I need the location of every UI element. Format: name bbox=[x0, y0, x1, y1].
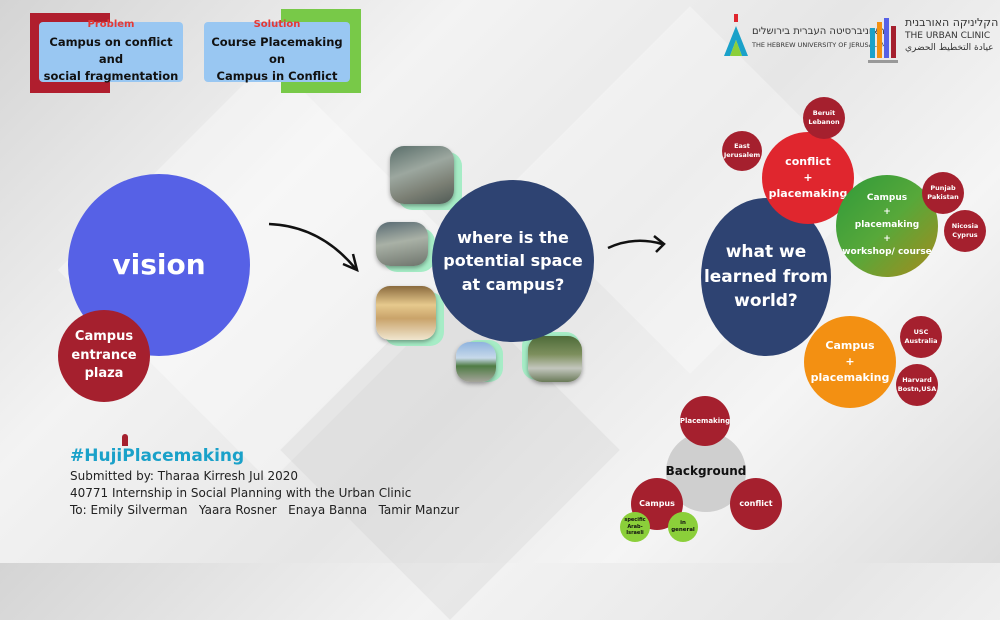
hashtag-flame-icon bbox=[122, 434, 128, 446]
clinic-hebrew-name: הקליניקה האורבנית bbox=[905, 16, 999, 29]
hashtag-title: #HujiPlacemaking bbox=[70, 446, 245, 466]
urban-clinic-logo-icon bbox=[868, 18, 898, 63]
campus-buildings-photo[interactable] bbox=[376, 222, 428, 266]
campus-placemaking-circle[interactable]: Campus + placemaking bbox=[804, 316, 896, 408]
vision-label: vision bbox=[112, 247, 206, 281]
problem-text: Campus on conflict and social fragmentat… bbox=[43, 34, 179, 84]
campus-entrance-plaza-label: Campus entrance plaza bbox=[71, 328, 137, 382]
huji-logo bbox=[722, 14, 750, 58]
background-placemaking-circle[interactable]: Placemaking bbox=[680, 396, 730, 446]
background-conflict-circle[interactable]: conflict bbox=[730, 478, 782, 530]
campus-path-photo[interactable] bbox=[456, 342, 496, 382]
potential-space-label: where is the potential space at campus? bbox=[443, 228, 583, 294]
workshop-course-label: Campus + placemaking + workshop/ course bbox=[842, 193, 932, 258]
problem-heading: Problem bbox=[87, 18, 135, 30]
urban-clinic-logo bbox=[868, 14, 900, 64]
clinic-english-name: THE URBAN CLINIC bbox=[905, 31, 991, 41]
learned-from-world-label: what we learned from world? bbox=[703, 242, 829, 312]
huji-logo-icon bbox=[724, 14, 748, 56]
campus-hall-photo[interactable] bbox=[376, 286, 436, 340]
huji-hebrew-name: האוניברסיטה העברית בירושלים bbox=[752, 26, 885, 37]
submitted-by: Submitted by: Tharaa Kirresh Jul 2020 bbox=[70, 469, 299, 483]
campus-garden-photo[interactable] bbox=[528, 336, 582, 382]
arrow-to-potential bbox=[268, 222, 359, 273]
learned-from-world-circle[interactable]: what we learned from world? bbox=[701, 198, 831, 356]
problem-card[interactable]: Problem Campus on conflict and social fr… bbox=[39, 18, 183, 83]
huji-english-name: THE HEBREW UNIVERSITY OF JERUSALEM bbox=[752, 41, 887, 49]
campus-entrance-plaza-circle[interactable]: Campus entrance plaza bbox=[58, 310, 150, 402]
workshop-course-circle[interactable]: Campus + placemaking + workshop/ course bbox=[836, 175, 938, 277]
solution-heading: Solution bbox=[253, 18, 301, 30]
conflict-placemaking-label: conflict + placemaking bbox=[768, 155, 848, 200]
campus-placemaking-label: Campus + placemaking bbox=[810, 339, 890, 384]
recipients: To: Emily Silverman Yaara Rosner Enaya B… bbox=[70, 503, 460, 517]
background-label: Background bbox=[665, 464, 747, 479]
potential-space-circle[interactable]: where is the potential space at campus? bbox=[432, 180, 594, 342]
arrow-to-world bbox=[607, 235, 666, 253]
campus-aerial-photo[interactable] bbox=[390, 146, 454, 204]
course-info: 40771 Internship in Social Planning with… bbox=[70, 486, 412, 500]
clinic-arabic-name: عيادة التخطيط الحضري bbox=[905, 43, 994, 53]
solution-text: Course Placemaking on Campus in Conflict bbox=[211, 34, 343, 84]
solution-card[interactable]: Solution Course Placemaking on Campus in… bbox=[204, 18, 350, 83]
